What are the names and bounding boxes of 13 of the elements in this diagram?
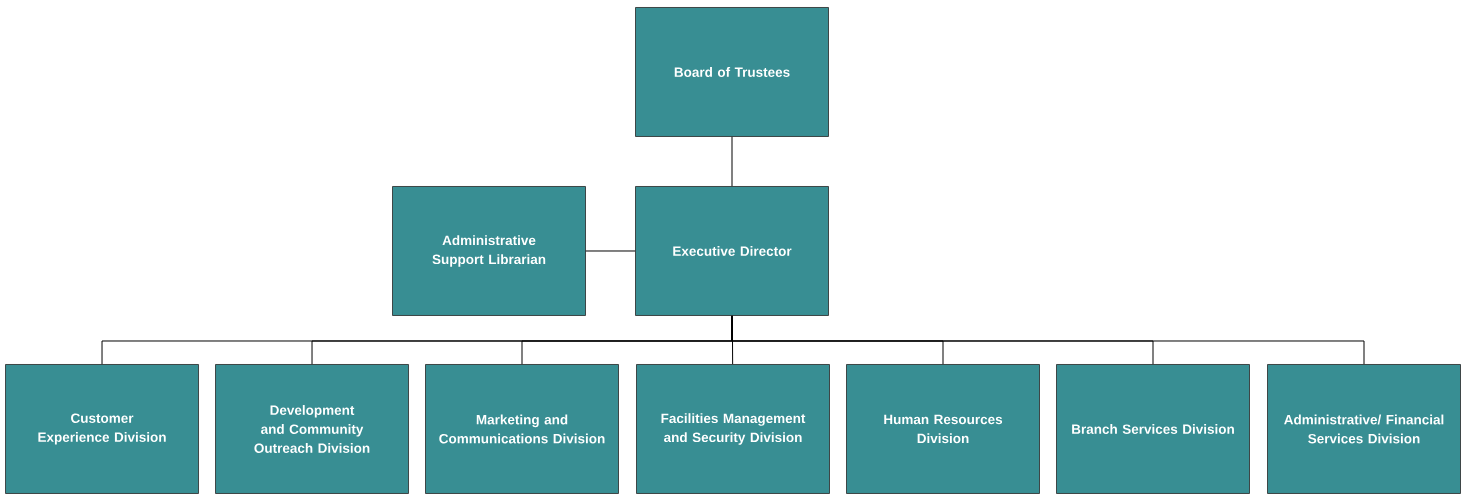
connector-line <box>731 315 1365 365</box>
org-box: Administrative/ Financial Services Division <box>1267 364 1461 494</box>
org-box: Executive Director <box>635 186 829 316</box>
connector-line <box>585 250 636 252</box>
org-box: Administrative Support Librarian <box>392 186 586 316</box>
org-box: Branch Services Division <box>1056 364 1250 494</box>
org-box: Human Resources Division <box>846 364 1040 494</box>
org-box: Board of Trustees <box>635 7 829 137</box>
org-box: Development and Community Outreach Division <box>215 364 409 494</box>
connector-line <box>731 136 733 187</box>
org-box: Customer Experience Division <box>5 364 199 494</box>
org-box: Facilities Management and Security Division <box>636 364 830 494</box>
org-box: Marketing and Communications Division <box>425 364 619 494</box>
